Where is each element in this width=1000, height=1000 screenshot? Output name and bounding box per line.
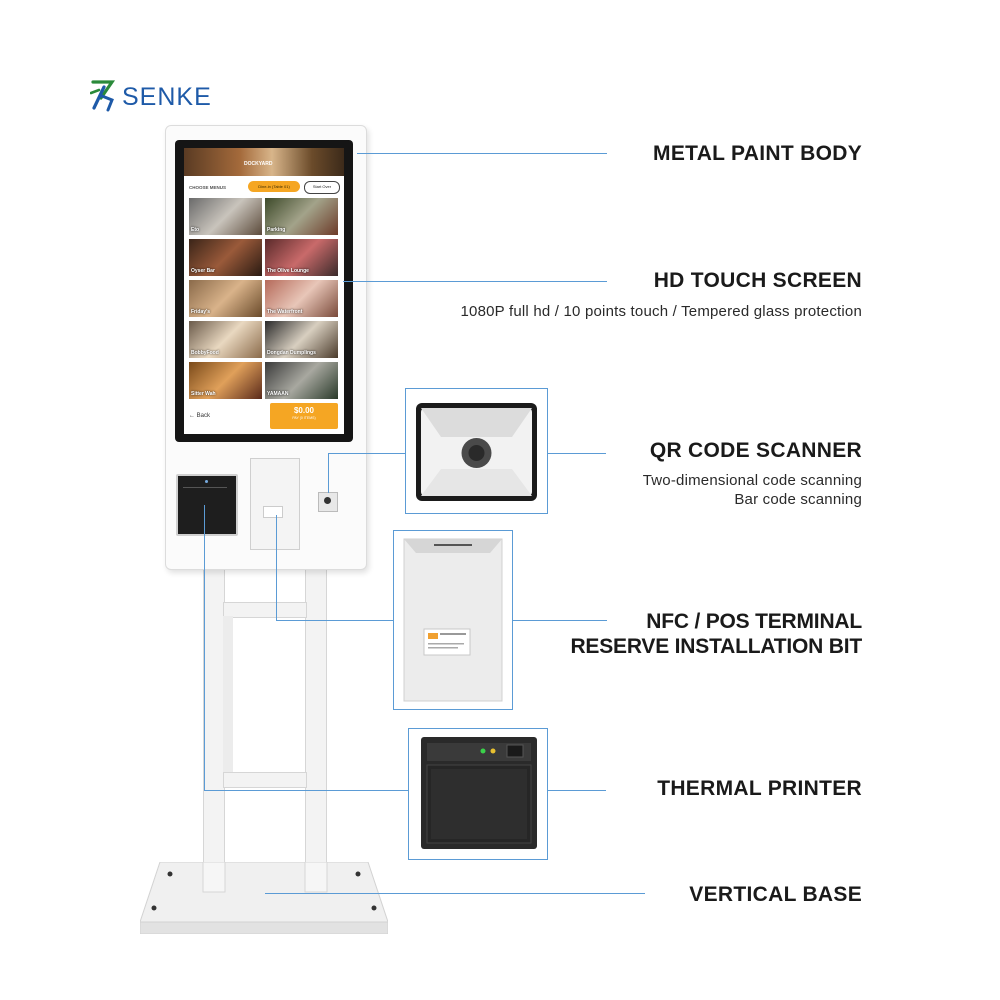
qr-scanner-closeup bbox=[405, 388, 548, 514]
menu-tile[interactable]: YAMAAN bbox=[265, 362, 338, 399]
label-metal-paint-body: METAL PAINT BODY bbox=[653, 142, 862, 165]
menu-tile[interactable]: Friday's bbox=[189, 280, 262, 317]
back-button[interactable]: ← Back bbox=[189, 413, 210, 419]
line-base bbox=[265, 893, 645, 894]
line-printer-vertical bbox=[204, 505, 205, 790]
menu-tile[interactable]: BobbyFood bbox=[189, 321, 262, 358]
back-arrow-icon: ← bbox=[189, 413, 195, 419]
line-qr-to-label bbox=[546, 453, 606, 454]
line-metal-body bbox=[357, 153, 607, 154]
printer-slot bbox=[176, 474, 238, 536]
nfc-reserve-slot bbox=[250, 458, 300, 550]
screen-banner-text: DOCKYARD bbox=[244, 161, 273, 167]
stand-crossbar-top bbox=[223, 602, 307, 618]
label-qr-code-scanner: QR CODE SCANNER bbox=[649, 439, 862, 462]
line-printer-to-image bbox=[204, 790, 408, 791]
nfc-sticker bbox=[263, 506, 283, 518]
label-nfc-pos-terminal: NFC / POS TERMINAL bbox=[646, 610, 862, 633]
menu-tile[interactable]: The Olive Lounge bbox=[265, 239, 338, 276]
start-over-button[interactable]: Start Over bbox=[304, 181, 340, 194]
nfc-slot-closeup bbox=[393, 530, 513, 710]
label-qr-2d-scanning: Two-dimensional code scanning bbox=[642, 472, 862, 489]
line-nfc-to-image bbox=[276, 620, 393, 621]
scanner-lens-icon bbox=[324, 497, 331, 504]
dine-in-button[interactable]: Dine-in (Table 01) bbox=[248, 181, 300, 192]
label-thermal-printer: THERMAL PRINTER bbox=[657, 777, 862, 800]
stand-leg-left bbox=[203, 566, 225, 868]
thermal-printer-illustration bbox=[421, 737, 537, 849]
nfc-slot-illustration bbox=[403, 538, 503, 702]
line-qr-to-image bbox=[328, 453, 410, 454]
line-nfc-to-label bbox=[511, 620, 607, 621]
menu-tile[interactable]: The Waterfront bbox=[265, 280, 338, 317]
choose-menus-label: CHOOSE MENUS bbox=[189, 185, 227, 190]
menu-tile[interactable]: Dongdan Dumplings bbox=[265, 321, 338, 358]
stand-leg-right bbox=[305, 566, 327, 868]
menu-tile[interactable]: Eto bbox=[189, 198, 262, 235]
pay-items-count: PAY (0 ITEMS) bbox=[292, 416, 316, 420]
label-reserve-installation-bit: RESERVE INSTALLATION BIT bbox=[570, 635, 862, 658]
line-touch-screen bbox=[343, 281, 607, 282]
menu-tile[interactable]: Oyser Bar bbox=[189, 239, 262, 276]
line-qr-vertical bbox=[328, 453, 329, 493]
label-vertical-base: VERTICAL BASE bbox=[689, 883, 862, 906]
label-hd-touch-screen: HD TOUCH SCREEN bbox=[653, 269, 862, 292]
back-label: Back bbox=[196, 413, 211, 419]
menu-tile[interactable]: Parking bbox=[265, 198, 338, 235]
pay-amount: $0.00 bbox=[293, 406, 315, 415]
line-nfc-vertical bbox=[276, 515, 277, 620]
screen-banner bbox=[184, 148, 344, 176]
label-qr-barcode-scanning: Bar code scanning bbox=[734, 491, 862, 508]
touch-screen: DOCKYARD CHOOSE MENUS Dine-in (Table 01)… bbox=[184, 148, 344, 434]
senke-logo-icon bbox=[90, 80, 116, 112]
senke-logo bbox=[90, 76, 230, 116]
printer-paper-exit bbox=[183, 487, 227, 488]
qr-scanner-illustration bbox=[416, 403, 537, 501]
stand-base-plate bbox=[140, 862, 388, 934]
menu-tile[interactable]: Sitter Wah bbox=[189, 362, 262, 399]
stand-inner-left bbox=[223, 616, 233, 772]
thermal-printer-closeup bbox=[408, 728, 548, 860]
label-touch-screen-specs: 1080P full hd / 10 points touch / Temper… bbox=[460, 303, 862, 320]
brand-name: SENKE bbox=[122, 83, 212, 111]
pay-button[interactable]: $0.00 PAY (0 ITEMS) bbox=[270, 403, 338, 429]
line-printer-to-label bbox=[546, 790, 606, 791]
stand-crossbar-bottom bbox=[223, 772, 307, 788]
printer-led-icon bbox=[205, 480, 208, 483]
